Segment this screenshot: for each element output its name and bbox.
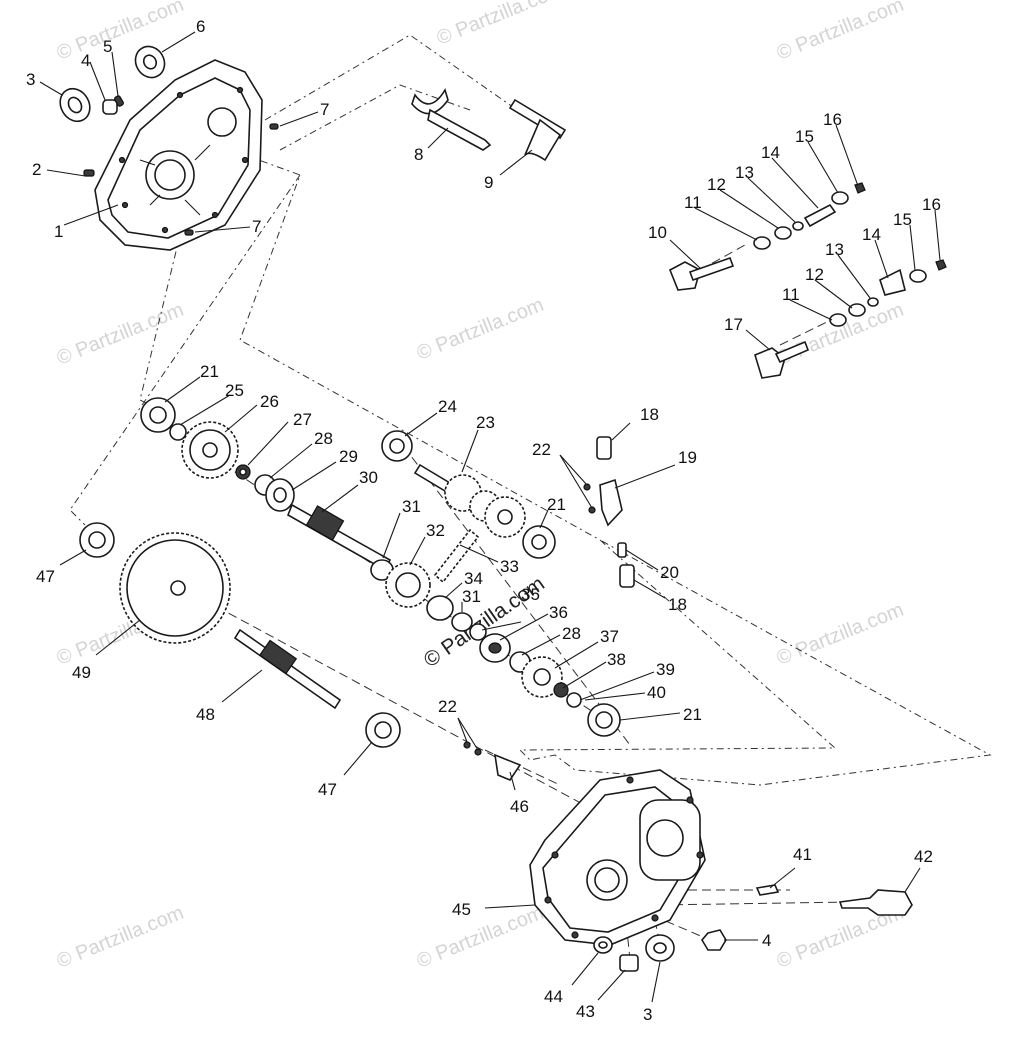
callout-32: 32 bbox=[426, 521, 445, 540]
callout-3: 3 bbox=[643, 1005, 652, 1024]
callout-18: 18 bbox=[668, 595, 687, 614]
callout-24: 24 bbox=[438, 397, 457, 416]
inner-cover-housing bbox=[94, 59, 263, 251]
shift-forks bbox=[411, 88, 567, 162]
callout-45: 45 bbox=[452, 900, 471, 919]
callout-14: 14 bbox=[761, 143, 780, 162]
callout-36: 36 bbox=[549, 603, 568, 622]
callout-47: 47 bbox=[36, 567, 55, 586]
callout-11: 11 bbox=[684, 193, 702, 212]
callout-8: 8 bbox=[414, 145, 423, 164]
callout-35: 35 bbox=[521, 585, 540, 604]
callout-33: 33 bbox=[500, 557, 519, 576]
callout-13: 13 bbox=[825, 240, 844, 259]
callout-21: 21 bbox=[683, 705, 702, 724]
callout-23: 23 bbox=[476, 413, 495, 432]
callout-6: 6 bbox=[196, 17, 205, 36]
callout-16: 16 bbox=[922, 195, 941, 214]
outer-housing bbox=[529, 769, 706, 946]
callout-9: 9 bbox=[484, 173, 493, 192]
callout-31: 31 bbox=[462, 587, 481, 606]
shaft-assembly bbox=[79, 397, 621, 748]
callout-25: 25 bbox=[225, 381, 244, 400]
callout-labels: 1 2 3 4 5 6 7 7 8 9 10 11 12 13 14 15 16… bbox=[26, 17, 941, 1024]
callout-31: 31 bbox=[402, 497, 421, 516]
callout-43: 43 bbox=[576, 1002, 595, 1021]
callout-21: 21 bbox=[547, 495, 566, 514]
callout-39: 39 bbox=[656, 660, 675, 679]
callout-47: 47 bbox=[318, 780, 337, 799]
callout-7: 7 bbox=[252, 217, 261, 236]
watermark: © Partzilla.com bbox=[54, 0, 187, 65]
callout-14: 14 bbox=[862, 225, 881, 244]
shift-shaft-assembly bbox=[668, 182, 947, 379]
cover-small-parts bbox=[59, 45, 279, 236]
watermark: © Partzilla.com bbox=[774, 599, 907, 670]
housing-small-parts bbox=[593, 884, 913, 972]
callout-15: 15 bbox=[893, 210, 912, 229]
callout-13: 13 bbox=[735, 163, 754, 182]
callout-34: 34 bbox=[464, 569, 483, 588]
detent-parts bbox=[463, 436, 635, 781]
callout-48: 48 bbox=[196, 705, 215, 724]
watermark: © Partzilla.com bbox=[54, 902, 187, 973]
watermark: © Partzilla.com bbox=[414, 294, 547, 365]
callout-44: 44 bbox=[544, 987, 563, 1006]
callout-26: 26 bbox=[260, 392, 279, 411]
callout-5: 5 bbox=[103, 37, 112, 56]
callout-10: 10 bbox=[648, 223, 667, 242]
callout-19: 19 bbox=[678, 448, 697, 467]
callout-3: 3 bbox=[26, 70, 35, 89]
watermark: © Partzilla.com bbox=[434, 0, 567, 50]
callout-2: 2 bbox=[32, 160, 41, 179]
callout-15: 15 bbox=[795, 127, 814, 146]
watermark: © Partzilla.com bbox=[54, 299, 187, 370]
callout-16: 16 bbox=[823, 110, 842, 129]
callout-38: 38 bbox=[607, 650, 626, 669]
watermark: © Partzilla.com bbox=[414, 902, 547, 973]
callout-42: 42 bbox=[914, 847, 933, 866]
callout-29: 29 bbox=[339, 447, 358, 466]
watermark: © Partzilla.com bbox=[774, 0, 907, 65]
callout-41: 41 bbox=[793, 845, 812, 864]
callout-1: 1 bbox=[54, 222, 63, 241]
callout-21: 21 bbox=[200, 362, 219, 381]
callout-22: 22 bbox=[438, 697, 457, 716]
leader-lines bbox=[39, 31, 941, 1003]
callout-20: 20 bbox=[660, 563, 679, 582]
watermark: © Partzilla.com bbox=[774, 299, 907, 370]
callout-28: 28 bbox=[562, 624, 581, 643]
callout-4: 4 bbox=[762, 931, 771, 950]
callout-4: 4 bbox=[81, 51, 90, 70]
callout-46: 46 bbox=[510, 797, 529, 816]
callout-37: 37 bbox=[600, 627, 619, 646]
callout-17: 17 bbox=[724, 315, 743, 334]
callout-30: 30 bbox=[359, 468, 378, 487]
callout-12: 12 bbox=[707, 175, 726, 194]
callout-12: 12 bbox=[805, 265, 824, 284]
callout-27: 27 bbox=[293, 410, 312, 429]
callout-18: 18 bbox=[640, 405, 659, 424]
callout-7: 7 bbox=[320, 100, 329, 119]
callout-49: 49 bbox=[72, 663, 91, 682]
callout-40: 40 bbox=[647, 683, 666, 702]
callout-11: 11 bbox=[782, 285, 800, 304]
callout-28: 28 bbox=[314, 429, 333, 448]
callout-22: 22 bbox=[532, 440, 551, 459]
